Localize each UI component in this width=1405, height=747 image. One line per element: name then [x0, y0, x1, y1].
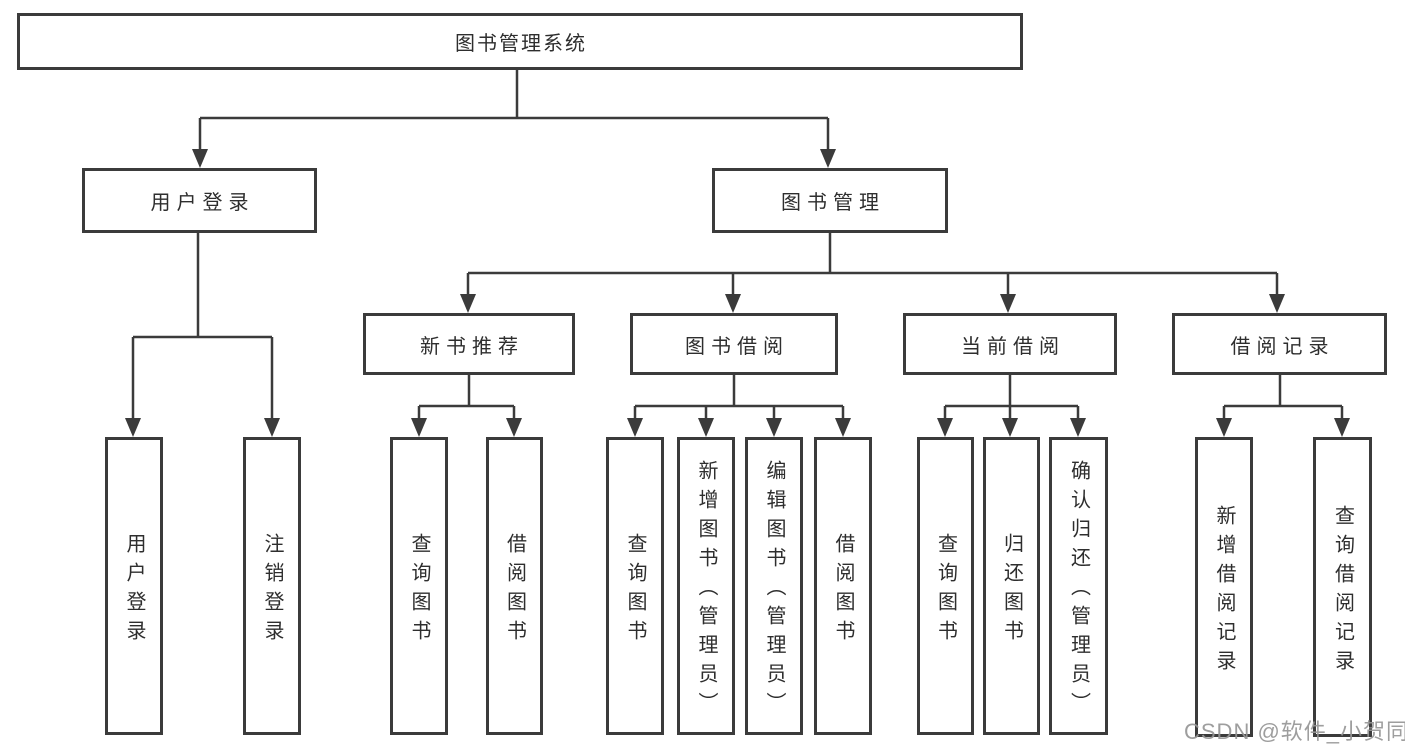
node-borrow-records: 借阅记录 [1172, 313, 1387, 375]
leaf-query-borrow-record-label: 查询借阅记录 [1331, 504, 1354, 679]
edge-new-book-recommend-branch [411, 375, 522, 437]
leaf-query-books-borrow: 查询图书 [606, 437, 664, 735]
leaf-borrow-books-2-label: 借阅图书 [832, 532, 854, 649]
node-book-management-label: 图书管理 [781, 192, 885, 214]
leaf-return-book-label: 归还图书 [1000, 532, 1023, 649]
leaf-user-login: 用户登录 [105, 437, 163, 735]
edge-root-to-level2 [192, 70, 836, 168]
leaf-edit-book-admin-label: 编辑图书（管理员） [763, 460, 785, 721]
node-new-book-recommend-label: 新书推荐 [420, 335, 524, 358]
edge-current-borrow-branch [937, 375, 1086, 437]
node-root: 图书管理系统 [17, 13, 1023, 70]
leaf-borrow-books-recommend-label: 借阅图书 [503, 532, 526, 649]
node-borrow-records-label: 借阅记录 [1230, 335, 1335, 358]
leaf-confirm-return-admin: 确认归还（管理员） [1049, 437, 1108, 735]
node-current-borrow: 当前借阅 [903, 313, 1117, 375]
node-new-book-recommend: 新书推荐 [363, 313, 575, 375]
leaf-query-books-recommend-label: 查询图书 [408, 532, 430, 649]
leaf-query-books-current-label: 查询图书 [934, 532, 957, 649]
leaf-logout-label: 注销登录 [261, 532, 283, 649]
node-book-borrow-label: 图书借阅 [685, 335, 789, 358]
edge-book-borrow-branch [627, 375, 851, 437]
edge-user-login-branch [125, 233, 280, 437]
leaf-borrow-books-recommend: 借阅图书 [486, 437, 543, 735]
edge-borrow-records-branch [1216, 375, 1350, 437]
leaf-add-borrow-record: 新增借阅记录 [1195, 437, 1253, 737]
node-current-borrow-label: 当前借阅 [961, 335, 1065, 358]
node-book-borrow: 图书借阅 [630, 313, 838, 375]
leaf-add-book-admin: 新增图书（管理员） [677, 437, 735, 735]
leaf-add-borrow-record-label: 新增借阅记录 [1213, 504, 1235, 679]
leaf-logout: 注销登录 [243, 437, 301, 735]
leaf-confirm-return-admin-label: 确认归还（管理员） [1067, 460, 1090, 721]
node-user-login: 用户登录 [82, 168, 317, 233]
node-book-management: 图书管理 [712, 168, 948, 233]
leaf-query-books-recommend: 查询图书 [390, 437, 448, 735]
leaf-user-login-label: 用户登录 [123, 532, 145, 649]
leaf-edit-book-admin: 编辑图书（管理员） [745, 437, 803, 735]
leaf-query-books-current: 查询图书 [917, 437, 974, 735]
leaf-return-book: 归还图书 [983, 437, 1040, 735]
leaf-borrow-books-2: 借阅图书 [814, 437, 872, 735]
edge-book-management-to-level3 [460, 233, 1285, 313]
node-user-login-label: 用户登录 [150, 192, 255, 214]
leaf-query-books-borrow-label: 查询图书 [624, 532, 646, 649]
leaf-query-borrow-record: 查询借阅记录 [1313, 437, 1372, 737]
leaf-add-book-admin-label: 新增图书（管理员） [695, 460, 717, 721]
node-root-label: 图书管理系统 [455, 33, 587, 55]
csdn-watermark: CSDN @软件_小贺同学 [1184, 719, 1405, 744]
